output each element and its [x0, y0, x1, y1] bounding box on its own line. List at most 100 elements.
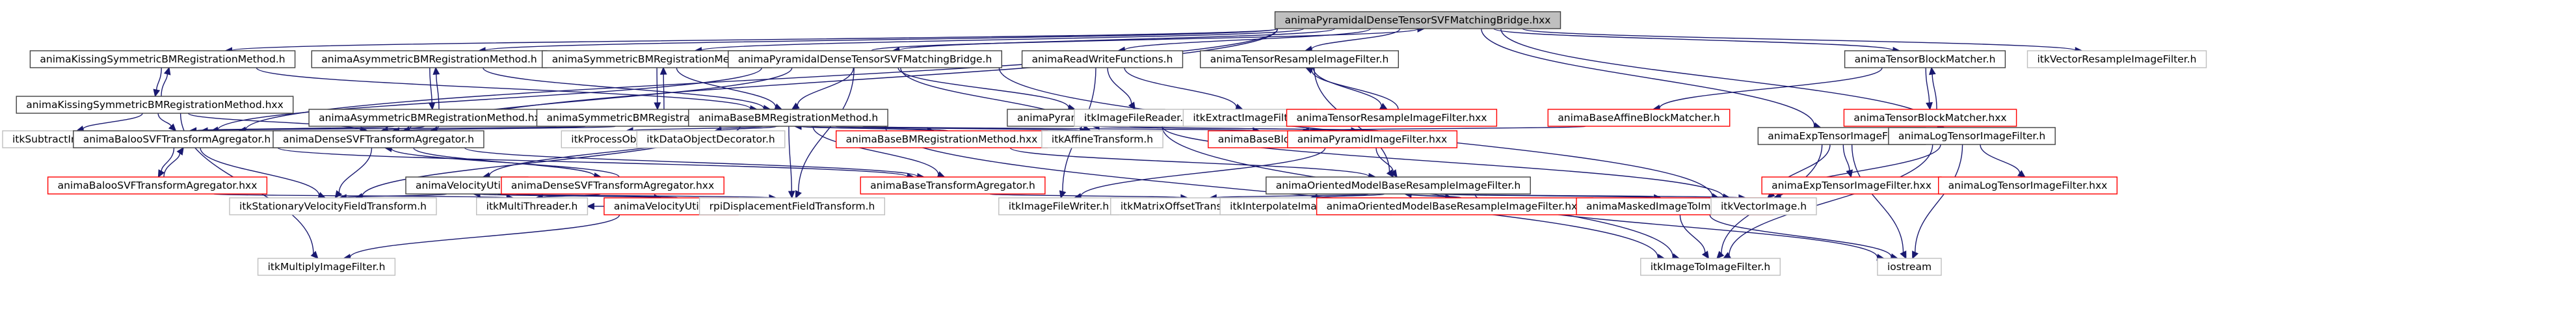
edge-kissing_hxx-to-balooagg_h	[157, 113, 172, 127]
edge-bridge_h_top-to-asym_h	[485, 28, 1279, 51]
node-orientedresample-hxx[interactable]: animaOrientedModelBaseResampleImageFilte…	[1316, 197, 1594, 215]
nodes-layer: animaPyramidalDenseTensorSVFMatchingBrid…	[2, 11, 2207, 276]
edge-velocity_h-to-itk_stationary	[345, 193, 447, 198]
node-box	[1547, 109, 1731, 127]
edge-orientedresample_h-to-itk_matrixoffset	[1215, 193, 1369, 198]
edge-arrowhead-kissing_hxx-to-itk_multiply	[310, 251, 319, 260]
node-box	[16, 96, 294, 114]
edge-velocity_hxx-to-velocity_h	[479, 193, 678, 198]
edge-kissing_h-to-kissing_hxx	[156, 67, 162, 90]
edge-balooagg_h-to-itk_stationary	[200, 147, 320, 196]
node-box	[47, 176, 268, 195]
edge-arrowhead-sym_hxx-to-sym_h	[659, 66, 667, 75]
node-iostream: iostream	[1877, 258, 1942, 276]
node-readwrite-h[interactable]: animaReadWriteFunctions.h	[1021, 50, 1184, 68]
node-itk-imagetoimage: itkImageToImageFilter.h	[1640, 258, 1781, 276]
node-balooagg-h[interactable]: animaBalooSVFTransformAgregator.h	[73, 130, 281, 148]
node-label: itkImageFileWriter.h	[1009, 200, 1109, 212]
node-box	[1710, 197, 1817, 215]
node-box	[1316, 197, 1594, 215]
edge-tensorblock_h-to-baseaffine_h	[1659, 67, 1883, 109]
node-asym-h[interactable]: animaAsymmetricBMRegistrationMethod.h	[311, 50, 548, 68]
node-bridge-h[interactable]: animaPyramidalDenseTensorSVFMatchingBrid…	[727, 50, 1002, 68]
edge-arrowhead-logtensor_h-to-logtensor_hxx	[2017, 170, 2026, 178]
node-tensorresample-h[interactable]: animaTensorResampleImageFilter.h	[1199, 50, 1399, 68]
node-tensorresample-hxx[interactable]: animaTensorResampleImageFilter.hxx	[1286, 109, 1498, 127]
node-label: animaBaseTransformAgregator.h	[870, 180, 1035, 191]
node-box	[727, 50, 1002, 68]
edge-arrowhead-readwrite_h-to-itk_filereader	[1128, 102, 1136, 111]
node-denseagg-hxx[interactable]: animaDenseSVFTransformAgregator.hxx	[501, 176, 724, 195]
edge-maskedimage_h-to-iostream	[1709, 214, 1892, 257]
node-baseaffine-h[interactable]: animaBaseAffineBlockMatcher.h	[1547, 109, 1731, 127]
node-itk-vectorimage: itkVectorImage.h	[1710, 197, 1817, 215]
edge-basebm_h-to-itk_datadecorator	[721, 126, 777, 131]
node-label: animaPyramidalDenseTensorSVFMatchingBrid…	[1285, 14, 1551, 26]
node-basetransagg-h[interactable]: animaBaseTransformAgregator.h	[860, 176, 1046, 195]
node-itk-multithreader: itkMultiThreader.h	[476, 197, 589, 215]
edge-exptensor_h-to-iostream	[1851, 144, 1904, 253]
edge-arrowhead-sym_h-to-sym_hxx	[654, 102, 661, 111]
node-kissing-h[interactable]: animaKissingSymmetricBMRegistrationMetho…	[29, 50, 296, 68]
edge-basebm_h-to-basetransagg_h	[812, 126, 939, 175]
edge-tensorblock_hxx-to-tensorblock_h	[1932, 74, 1937, 110]
node-label: rpiDisplacementFieldTransform.h	[710, 200, 875, 212]
node-label: animaBalooSVFTransformAgregator.hxx	[58, 180, 258, 191]
node-tensorblock-hxx[interactable]: animaTensorBlockMatcher.hxx	[1843, 109, 2017, 127]
node-pyramid-hxx[interactable]: animaPyramidImageFilter.hxx	[1287, 130, 1458, 148]
edge-tensorresample_hxx-to-tensorresample_h	[1311, 70, 1399, 110]
node-exptensor-hxx[interactable]: animaExpTensorImageFilter.hxx	[1761, 176, 1942, 195]
node-itk-filereader: itkImageFileReader.h	[1074, 109, 1200, 127]
node-label: animaBalooSVFTransformAgregator.h	[83, 133, 271, 145]
edge-balooagg_hxx-to-balooagg_h	[163, 153, 181, 178]
node-label: iostream	[1887, 261, 1932, 273]
edge-asym_hxx-to-asym_h	[436, 74, 440, 110]
node-itk-vecresample: itkVectorResampleImageFilter.h	[2026, 50, 2207, 68]
node-kissing-hxx[interactable]: animaKissingSymmetricBMRegistrationMetho…	[16, 96, 294, 114]
node-box	[73, 130, 281, 148]
edge-bridge_h_top-to-exptensor_h	[1481, 28, 1815, 126]
edge-bridge_h_top-to-kissing_h	[231, 28, 1279, 51]
edge-bridge_h-to-balooagg_h	[217, 67, 762, 131]
edge-denseagg_hxx-to-denseagg_h	[391, 148, 620, 178]
node-logtensor-h[interactable]: animaLogTensorImageFilter.h	[1888, 127, 2056, 145]
node-label: itkMultiThreader.h	[486, 200, 578, 212]
node-label: animaKissingSymmetricBMRegistrationMetho…	[40, 53, 285, 65]
edge-basebm_h-to-itk_processobject	[632, 126, 764, 131]
node-label: animaOrientedModelBaseResampleImageFilte…	[1276, 180, 1520, 191]
node-box	[1286, 109, 1498, 127]
edge-basebm_hxx-to-orientedresample_h	[1009, 147, 1370, 177]
edge-denseagg_h-to-itk_stationary	[338, 147, 373, 193]
edge-arrowhead-basebm_h-to-rpi_displacement	[788, 191, 795, 199]
node-label: animaLogTensorImageFilter.h	[1898, 130, 2045, 142]
edge-sym_hxx-to-sym_h	[663, 74, 665, 110]
edge-bridge_h-to-pyramid_h	[897, 67, 1069, 108]
edge-arrowhead-balooagg_hxx-to-balooagg_h	[176, 146, 184, 156]
node-orientedresample-h[interactable]: animaOrientedModelBaseResampleImageFilte…	[1266, 176, 1531, 195]
node-tensorblock-h[interactable]: animaTensorBlockMatcher.h	[1844, 50, 2006, 68]
edge-bridge_h_top-to-tensorresample_h	[1311, 28, 1401, 50]
edge-pyramid_hxx-to-pyramid_h	[1098, 126, 1379, 131]
node-box	[860, 176, 1046, 195]
edge-bridge_h_top-to-itk_vecresample	[1522, 28, 2076, 51]
edge-bridge_h_top-to-sym_h	[700, 28, 1305, 51]
node-basebm-h[interactable]: animaBaseBMRegistrationMethod.h	[688, 109, 888, 127]
node-denseagg-h[interactable]: animaDenseSVFTransformAgregator.h	[272, 130, 485, 148]
edge-arrowhead-balooagg_h-to-balooagg_hxx	[157, 169, 165, 178]
edge-balooagg_hxx-to-itk_multithreader	[213, 193, 507, 198]
node-balooagg-hxx[interactable]: animaBalooSVFTransformAgregator.hxx	[47, 176, 268, 195]
node-label: animaPyramidImageFilter.hxx	[1297, 133, 1447, 145]
node-box	[311, 50, 548, 68]
node-label: animaDenseSVFTransformAgregator.h	[283, 133, 474, 145]
edge-arrowhead-logtensor_h-to-iostream	[1912, 251, 1919, 260]
edge-balooagg_h-to-basetransagg_h	[277, 147, 909, 178]
node-asym-hxx[interactable]: animaAsymmetricBMRegistrationMethod.hxx	[308, 109, 557, 127]
node-box	[1287, 130, 1458, 148]
node-basebm-hxx[interactable]: animaBaseBMRegistrationMethod.hxx	[835, 130, 1048, 148]
node-logtensor-hxx[interactable]: animaLogTensorImageFilter.hxx	[1937, 176, 2118, 195]
node-label: animaBaseBMRegistrationMethod.h	[698, 112, 878, 124]
edge-basebm_hxx-to-basebm_h	[801, 126, 949, 131]
edge-arrowhead-tensorblock_h-to-tensorblock_hxx	[1926, 102, 1933, 111]
edge-balooagg_h-to-balooagg_hxx	[161, 147, 175, 172]
